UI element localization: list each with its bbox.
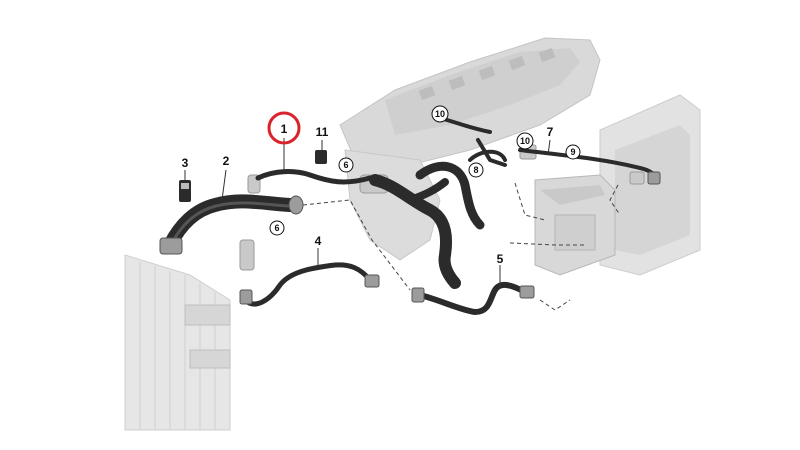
callout-8-circle: [468, 162, 484, 178]
callout-10b-circle: [516, 132, 534, 150]
hoses: [163, 116, 660, 315]
radiator: [124, 254, 231, 431]
callout-10b[interactable]: 10: [516, 132, 534, 150]
callout-1-label: 1: [281, 122, 288, 136]
dashed-leaders: [302, 182, 621, 311]
callout-10a-circle: [431, 105, 449, 123]
callout-7-label[interactable]: 7: [547, 125, 554, 139]
hose-main: [369, 174, 461, 289]
callout-10a[interactable]: 10: [431, 105, 449, 123]
hose-1: [255, 169, 373, 185]
hose-5: [417, 282, 528, 315]
callout-6b-label: 6: [274, 223, 279, 233]
expansion-tank: [534, 174, 616, 276]
callout-6b[interactable]: 6: [269, 220, 285, 236]
callout-8-label: 8: [473, 165, 478, 175]
callout-6a-circle: [338, 157, 354, 173]
callout-3-label[interactable]: 3: [182, 156, 189, 170]
callout-1-highlight-ring: [267, 111, 301, 145]
bleed-screw-part-11: [315, 150, 327, 164]
callout-9-label: 9: [570, 147, 575, 157]
callout-5-label[interactable]: 5: [497, 252, 504, 266]
engine-side-panel: [599, 94, 701, 276]
callout-4-label[interactable]: 4: [315, 234, 322, 248]
callout-6b-circle: [269, 220, 285, 236]
callout-11-label[interactable]: 11: [316, 125, 329, 139]
connectors: [159, 171, 661, 305]
hose-8: [468, 149, 507, 162]
hose-4: [242, 262, 373, 307]
callout-8[interactable]: 8: [468, 162, 484, 178]
callout-6a[interactable]: 6: [338, 157, 354, 173]
sensor-part-3: [179, 180, 191, 202]
callout-9-circle: [565, 144, 581, 160]
callout-1[interactable]: 1: [267, 111, 301, 145]
callout-6a-label: 6: [343, 160, 348, 170]
callout-2-label[interactable]: 2: [223, 154, 230, 168]
callout-9[interactable]: 9: [565, 144, 581, 160]
callout-10b-label: 10: [520, 136, 530, 146]
callout-10a-label: 10: [435, 109, 445, 119]
